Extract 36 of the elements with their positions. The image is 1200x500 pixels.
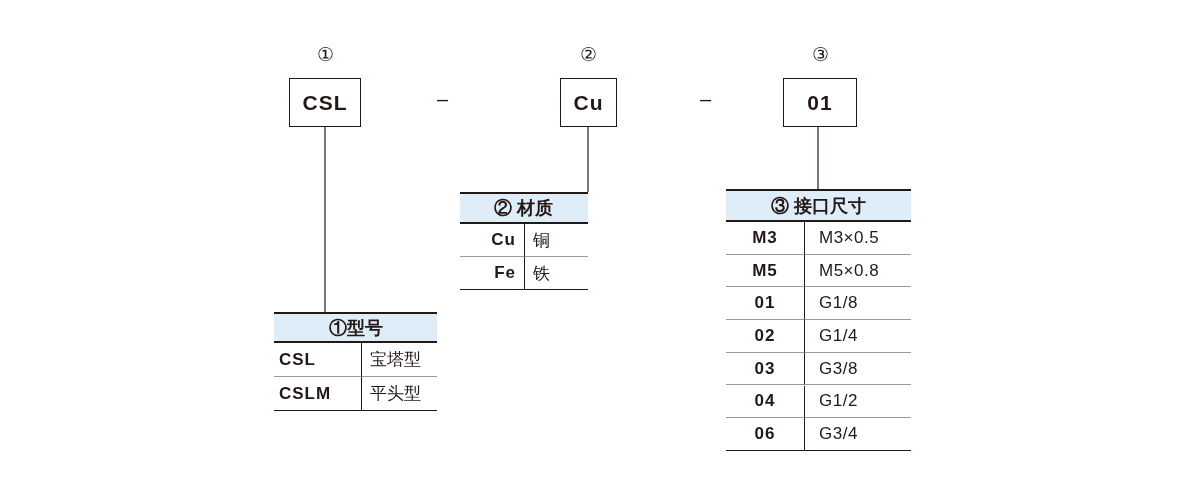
table-cell: 铜 bbox=[524, 224, 588, 257]
table-cell: G3/4 bbox=[804, 418, 911, 451]
table-cell: 宝塔型 bbox=[361, 343, 437, 377]
dash-sign: – bbox=[700, 88, 712, 111]
table-cell: 01 bbox=[726, 287, 804, 321]
table-cell: 平头型 bbox=[361, 377, 437, 411]
table-cell: G1/2 bbox=[804, 385, 911, 419]
table-cell: 06 bbox=[726, 418, 804, 451]
table-cell: CSLM bbox=[274, 377, 361, 411]
table-cell: M5 bbox=[726, 254, 804, 288]
table-header: ③ 接口尺寸 bbox=[726, 189, 911, 222]
table-cell: CSL bbox=[274, 343, 361, 377]
connector-line bbox=[587, 126, 589, 193]
table-cell: Fe bbox=[460, 257, 524, 290]
connector-line bbox=[324, 126, 326, 313]
table-header: ② 材质 bbox=[460, 192, 588, 224]
table-cell: 04 bbox=[726, 385, 804, 419]
table-cell: G1/8 bbox=[804, 287, 911, 321]
table-cell: 02 bbox=[726, 320, 804, 353]
table-cell: G1/4 bbox=[804, 320, 911, 353]
table-header: ①型号 bbox=[274, 312, 437, 343]
callout-number: ③ bbox=[810, 43, 830, 66]
callout-number: ① bbox=[315, 43, 335, 66]
table-cell: 铁 bbox=[524, 257, 588, 290]
table-cell: M3×0.5 bbox=[804, 222, 911, 255]
table-cell: Cu bbox=[460, 224, 524, 257]
table-cell: M5×0.8 bbox=[804, 254, 911, 288]
connector-line bbox=[817, 126, 819, 190]
code-box: Cu bbox=[560, 78, 617, 127]
table-cell: M3 bbox=[726, 222, 804, 255]
callout-number: ② bbox=[579, 43, 598, 66]
table-cell: G3/8 bbox=[804, 352, 911, 386]
dash-sign: – bbox=[437, 88, 449, 111]
code-box: CSL bbox=[289, 78, 361, 127]
code-box: 01 bbox=[783, 78, 857, 127]
table-cell: 03 bbox=[726, 352, 804, 386]
